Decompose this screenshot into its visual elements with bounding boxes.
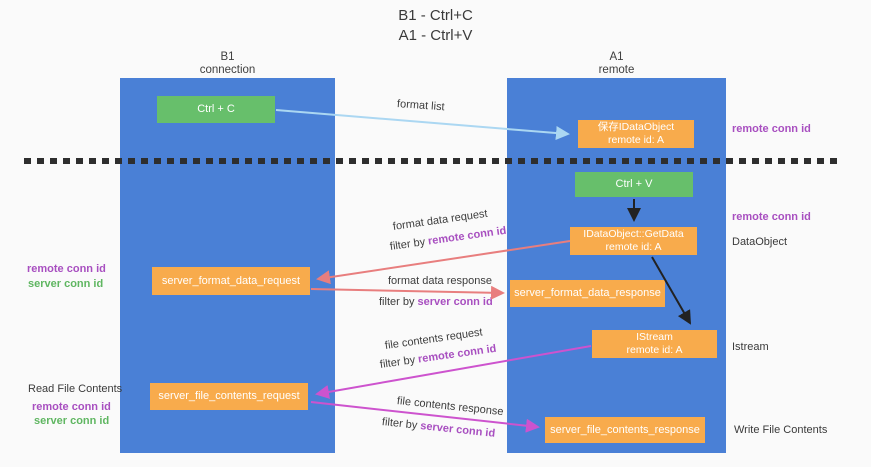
- node-save-idataobject-line2: remote id: A: [607, 134, 665, 146]
- diagram-title-line1: B1 - Ctrl+C: [398, 7, 473, 24]
- edge-label-filter-server-1: filter by server conn id: [379, 296, 493, 308]
- left-label-remote-conn-id-1: remote conn id: [27, 263, 106, 275]
- node-format-response-label: server_format_data_response: [514, 287, 661, 299]
- node-ctrl-v: Ctrl + V: [575, 172, 693, 197]
- column-b1-name: B1: [220, 51, 235, 63]
- node-server-format-data-request: server_format_data_request: [152, 267, 310, 295]
- node-getdata-line1: IDataObject::GetData: [583, 228, 684, 240]
- right-label-dataobject: DataObject: [732, 236, 788, 248]
- node-server-format-data-response: server_format_data_response: [510, 280, 665, 307]
- left-label-read-file-contents: Read File Contents: [28, 383, 123, 395]
- right-label-write-file-contents: Write File Contents: [734, 424, 828, 436]
- node-file-request-label: server_file_contents_request: [158, 390, 300, 402]
- node-ctrl-v-label: Ctrl + V: [615, 178, 653, 190]
- right-label-remote-conn-id-2: remote conn id: [732, 211, 811, 223]
- left-label-server-conn-id-2: server conn id: [34, 415, 110, 427]
- node-server-file-contents-request: server_file_contents_request: [150, 383, 308, 410]
- remote-conn-id-text: remote conn id: [427, 224, 508, 248]
- node-istream: IStream remote id: A: [592, 330, 717, 358]
- column-header-a1: A1 remote: [507, 51, 726, 76]
- node-ctrl-c: Ctrl + C: [157, 96, 275, 123]
- node-istream-line1: IStream: [636, 331, 673, 343]
- edge-label-format-data-response: format data response: [388, 275, 492, 287]
- diagram-title-line2: A1 - Ctrl+V: [398, 27, 473, 44]
- node-server-file-contents-response: server_file_contents_response: [545, 417, 705, 443]
- node-getdata-line2: remote id: A: [605, 241, 662, 253]
- edge-label-file-contents-response: file contents response: [396, 395, 505, 419]
- column-a1-subtitle: remote: [598, 63, 635, 76]
- diagram-title: B1 - Ctrl+C A1 - Ctrl+V: [0, 6, 871, 46]
- filter-by-text: filter by: [379, 296, 418, 308]
- node-idataobject-getdata: IDataObject::GetData remote id: A: [570, 227, 697, 255]
- node-save-idataobject-line1: 保存IDataObject: [597, 121, 675, 133]
- dashed-separator-line: [24, 158, 840, 164]
- node-file-response-label: server_file_contents_response: [550, 423, 700, 436]
- left-label-remote-conn-id-2: remote conn id: [32, 401, 111, 413]
- column-a1-name: A1: [609, 51, 624, 63]
- arrow-format-data-response: [310, 285, 505, 300]
- filter-by-text: filter by: [389, 235, 429, 253]
- column-header-b1: B1 connection: [120, 51, 335, 76]
- column-b1-subtitle: connection: [199, 63, 256, 76]
- filter-by-text: filter by: [379, 353, 419, 371]
- node-ctrl-c-label: Ctrl + C: [197, 103, 235, 115]
- edge-label-format-list: format list: [396, 98, 445, 114]
- node-istream-line2: remote id: A: [626, 344, 683, 356]
- right-label-remote-conn-id-1: remote conn id: [732, 123, 811, 135]
- node-format-request-label: server_format_data_request: [161, 274, 301, 287]
- filter-by-text: filter by: [381, 416, 421, 432]
- server-conn-id-text: server conn id: [417, 296, 493, 308]
- left-label-server-conn-id-1: server conn id: [28, 278, 104, 290]
- remote-conn-id-text: remote conn id: [417, 342, 498, 366]
- edge-label-filter-server-2: filter by server conn id: [381, 416, 495, 440]
- right-label-istream: Istream: [732, 341, 769, 353]
- node-save-idataobject: 保存IDataObject remote id: A: [578, 120, 694, 148]
- server-conn-id-text: server conn id: [419, 420, 496, 440]
